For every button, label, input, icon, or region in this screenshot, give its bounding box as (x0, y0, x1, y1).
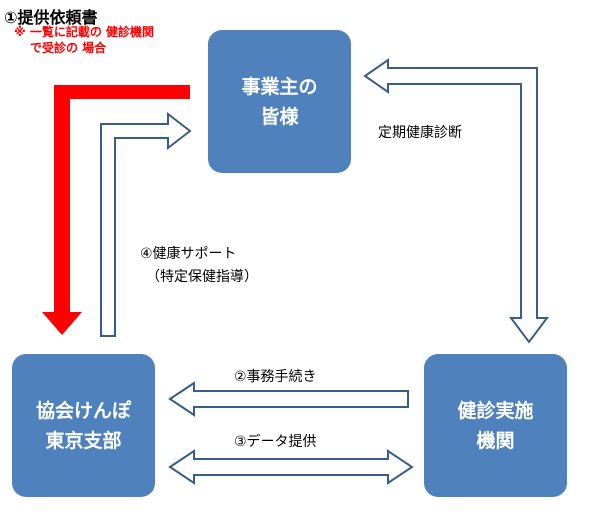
kyokai-label-1: 協会けんぽ (35, 399, 131, 422)
kyokai-box: 協会けんぽ 東京支部 (12, 354, 155, 497)
kikan-label-2: 機関 (476, 429, 515, 452)
request-title: ①提供依頼書 (4, 8, 98, 27)
employer-box: 事業主の 皆様 (208, 30, 351, 173)
support-label-1: ④健康サポート (140, 246, 237, 262)
employer-label-1: 事業主の (241, 75, 318, 98)
support-label-2: （特定保健指導） (146, 269, 258, 285)
checkup-label: 定期健康診断 (378, 125, 462, 141)
procedure-label: ②事務手続き (234, 369, 317, 385)
note-line-1: ※ 一覧に記載の 健診機関 (14, 25, 155, 39)
checkup-arrow (363, 58, 549, 344)
data-arrow (168, 449, 414, 485)
procedure-arrow (168, 381, 409, 417)
data-label: ③データ提供 (234, 434, 317, 450)
request-arrow (42, 85, 190, 335)
health-support-arrow (100, 111, 192, 337)
kyokai-label-2: 東京支部 (45, 429, 122, 452)
note-line-2: で受診の 場合 (30, 41, 107, 55)
employer-label-2: 皆様 (260, 105, 299, 128)
kikan-box: 健診実施 機関 (424, 354, 567, 497)
kikan-label-1: 健診実施 (457, 399, 534, 422)
